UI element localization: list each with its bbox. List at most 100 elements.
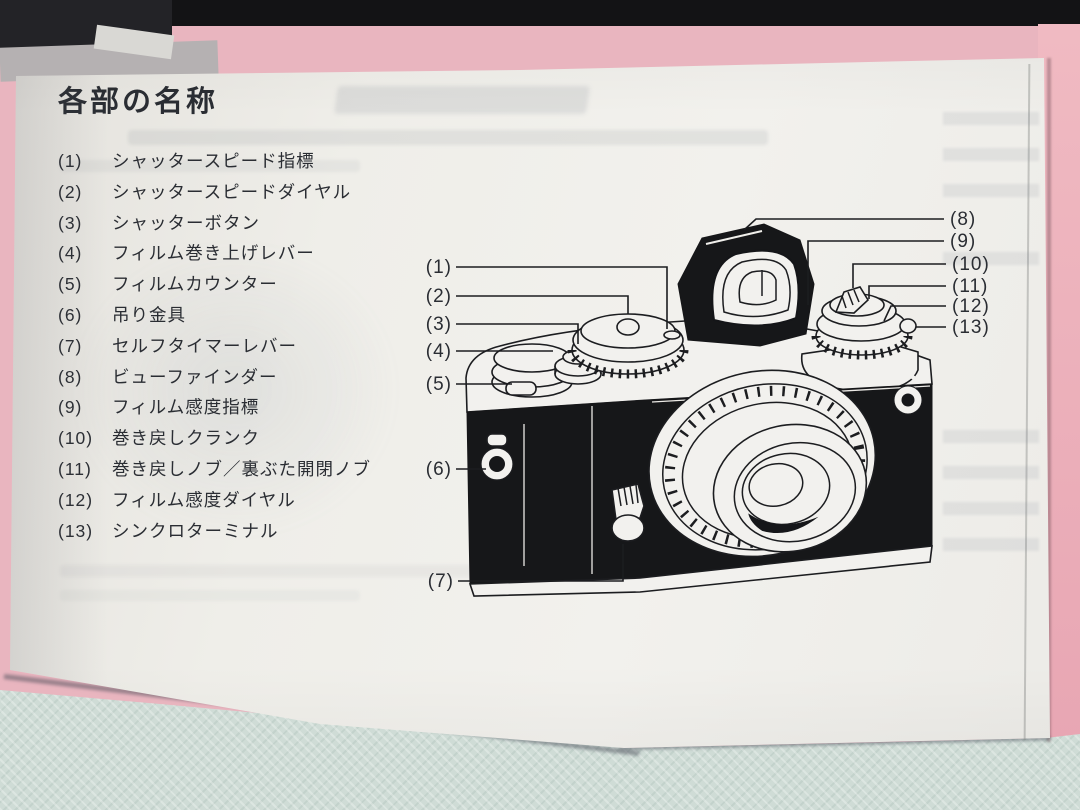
part-number: (13)	[58, 520, 94, 541]
part-number: (12)	[58, 489, 94, 510]
callout-line-2	[456, 295, 629, 314]
parts-list-row: (5) フィルムカウンター	[58, 271, 278, 295]
part-name: ビューファインダー	[112, 366, 278, 387]
page-title: 各部の名称	[58, 86, 219, 118]
parts-list-row: (1) シャッタースピード指標	[58, 148, 315, 172]
rewind-crank-handle	[834, 286, 870, 314]
strap-lug-stud	[486, 433, 508, 447]
part-name: シャッタースピードダイヤル	[112, 181, 352, 202]
strap-lug-ring-hole	[489, 456, 505, 472]
part-number: (1)	[58, 151, 83, 171]
part-number: (6)	[58, 305, 83, 325]
part-number: (5)	[58, 274, 83, 295]
front-element	[741, 452, 831, 526]
lens-glass-shadow	[748, 513, 819, 534]
part-number: (2)	[58, 181, 83, 202]
parts-list-row: (12) フィルム感度ダイヤル	[58, 487, 296, 511]
focus-ring-knurling	[664, 385, 866, 548]
part-number: (7)	[58, 335, 83, 356]
part-name: 巻き戻しクランク	[112, 428, 260, 449]
part-name: 吊り金具	[112, 305, 186, 325]
viewfinder-opening	[711, 249, 800, 327]
callout-line-11	[868, 285, 946, 299]
part-number: (9)	[58, 397, 83, 418]
viewfinder-frame	[722, 258, 791, 318]
sync-terminal	[899, 318, 917, 334]
callout-line-7	[458, 544, 624, 582]
camera-illustration	[465, 223, 933, 597]
callout-label-9: (9)	[950, 231, 976, 252]
callout-line-3	[456, 323, 579, 344]
shutter-speed-index-mark	[663, 330, 681, 340]
part-name: 巻き戻しノブ／裏ぶた開閉ノブ	[112, 459, 371, 479]
bleedthrough-smudge	[943, 112, 1039, 125]
callout-label-3: (3)	[426, 314, 452, 335]
parts-list-row: (4) フィルム巻き上げレバー	[58, 240, 315, 264]
parts-list-row: (7) セルフタイマーレバー	[58, 333, 297, 357]
part-name: フィルム感度ダイヤル	[112, 489, 296, 510]
self-timer-lever	[611, 483, 645, 521]
bleedthrough-smudge	[943, 538, 1039, 551]
callout-label-5: (5)	[426, 374, 452, 395]
crank-knurling	[841, 289, 860, 309]
right-strap-ring-hole	[901, 393, 915, 407]
camera-diagram: (1) (2) (3) (4) (5) (6) (7) (8) (9) (10)…	[426, 209, 990, 597]
part-number: (3)	[58, 212, 83, 233]
shelf-edge-strip	[0, 0, 1080, 26]
callout-label-12: (12)	[952, 296, 990, 317]
callout-line-9	[807, 240, 944, 305]
part-name: フィルム巻き上げレバー	[112, 243, 315, 264]
callout-label-7: (7)	[428, 571, 454, 592]
bleedthrough-smudge	[943, 502, 1039, 515]
parts-list-row: (13) シンクロターミナル	[58, 518, 279, 542]
callout-line-10	[852, 263, 946, 288]
self-timer-knurling	[617, 484, 639, 507]
parts-list-row: (11) 巻き戻しノブ／裏ぶた開閉ノブ	[58, 456, 371, 480]
speed-dial-knurling	[567, 349, 689, 379]
callout-line-8	[743, 218, 944, 231]
parts-list-row: (2) シャッタースピードダイヤル	[58, 179, 351, 203]
part-number: (4)	[58, 243, 83, 264]
callout-label-2: (2)	[426, 286, 452, 307]
bottom-plate	[468, 545, 933, 597]
part-name: シャッターボタン	[112, 212, 260, 233]
parts-list-row: (8) ビューファインダー	[58, 364, 277, 388]
parts-list-row: (10) 巻き戻しクランク	[58, 425, 260, 449]
part-number: (8)	[58, 366, 83, 387]
bleedthrough-smudge	[943, 430, 1039, 443]
lens-barrel	[648, 369, 877, 558]
viewfinder-eyepiece	[738, 270, 777, 306]
bleedthrough-smudge	[943, 252, 1039, 265]
parts-list-row: (3) シャッターボタン	[58, 210, 260, 234]
part-number: (11)	[58, 459, 92, 479]
speed-dial-hub	[616, 318, 640, 336]
self-timer-knob	[611, 514, 645, 542]
callout-label-4: (4)	[426, 341, 452, 362]
callout-labels: (1) (2) (3) (4) (5) (6) (7) (8) (9) (10)…	[426, 209, 990, 592]
callout-label-8: (8)	[950, 209, 976, 230]
part-name: フィルムカウンター	[112, 274, 278, 295]
part-number: (10)	[58, 428, 94, 449]
callout-label-10: (10)	[952, 254, 990, 275]
callout-lines	[456, 218, 946, 582]
part-name: セルフタイマーレバー	[112, 335, 297, 356]
right-lug-hook	[896, 374, 918, 382]
hood-highlight	[705, 230, 763, 245]
callout-line-12	[883, 305, 946, 322]
bleedthrough-smudge	[943, 148, 1039, 161]
part-name: フィルム感度指標	[112, 397, 260, 418]
part-name: シンクロターミナル	[112, 520, 279, 541]
bleedthrough-smudge	[943, 466, 1039, 479]
film-counter-window	[505, 381, 537, 396]
callout-label-1: (1)	[426, 257, 452, 278]
part-name: シャッタースピード指標	[112, 151, 315, 171]
parts-list-row: (9) フィルム感度指標	[58, 394, 259, 418]
parts-list-row: (6) 吊り金具	[58, 302, 186, 326]
page-edge-shadow	[1047, 58, 1051, 742]
callout-label-6: (6)	[426, 459, 452, 480]
callout-label-13: (13)	[952, 317, 990, 338]
callout-line-1	[456, 266, 668, 329]
film-speed-dial-knurling	[811, 335, 913, 360]
callout-label-11: (11)	[952, 276, 988, 297]
